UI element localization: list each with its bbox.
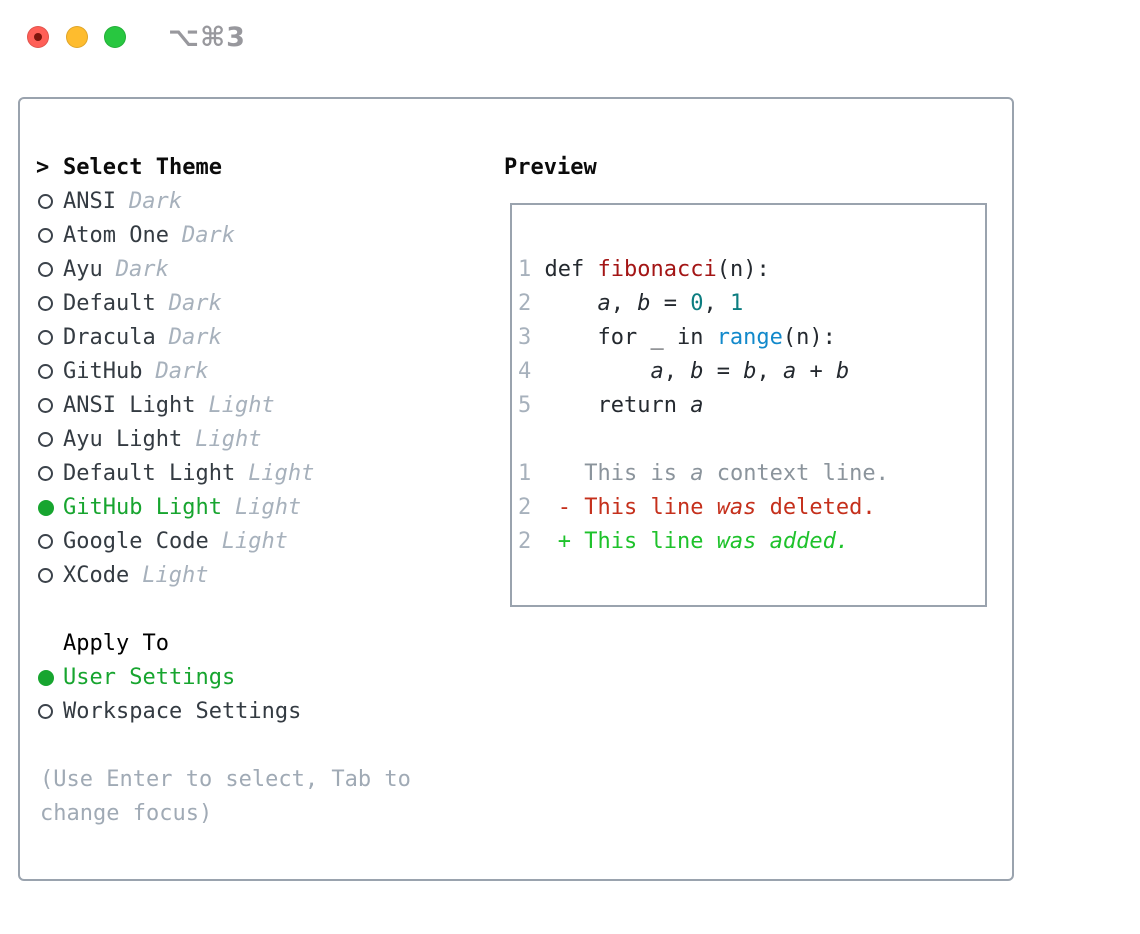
theme-variant-tag: Light (221, 529, 288, 554)
preview-code-line: 3 for _ in range(n): (518, 325, 836, 350)
theme-variant-tag: Dark (168, 291, 222, 316)
radio-unselected-icon (20, 559, 63, 593)
radio-unselected-icon (20, 695, 63, 729)
preview-code-line: 2 + This line was added. (518, 529, 850, 554)
theme-variant-tag: Light (142, 563, 209, 588)
theme-option[interactable]: Default Light Light (20, 457, 490, 491)
close-button[interactable] (27, 26, 49, 48)
theme-option[interactable]: Ayu Light Light (20, 423, 490, 457)
close-modified-dot (34, 33, 42, 41)
theme-option[interactable]: Dracula Dark (20, 321, 490, 355)
option-label: User Settings (63, 665, 236, 690)
preview-code-line: 1 This is a context line. (518, 461, 889, 486)
zoom-button[interactable] (104, 26, 126, 48)
preview-code-line: 5 return a (518, 393, 704, 418)
radio-unselected-icon (20, 457, 63, 491)
preview-code-line: 2 a, b = 0, 1 (518, 291, 744, 316)
option-label: Ayu Light (63, 427, 183, 452)
radio-unselected-icon (20, 355, 63, 389)
option-label: Default (63, 291, 156, 316)
theme-option[interactable]: Google Code Light (20, 525, 490, 559)
theme-variant-tag: Light (195, 427, 262, 452)
theme-variant-tag: Light (208, 393, 275, 418)
radio-unselected-icon (20, 219, 63, 253)
theme-variant-tag: Dark (115, 257, 169, 282)
apply-option[interactable]: Workspace Settings (20, 695, 490, 729)
preview-code-line (518, 423, 985, 457)
theme-variant-tag: Light (234, 495, 302, 520)
option-label: Dracula (63, 325, 156, 350)
theme-variant-tag: Dark (155, 359, 209, 384)
option-label: Atom One (63, 223, 169, 248)
option-label: ANSI (63, 189, 116, 214)
minimize-button[interactable] (66, 26, 88, 48)
preview-code-line: 1 def fibonacci(n): (518, 257, 770, 282)
selection-caret-icon: > (36, 155, 50, 180)
radio-selected-icon (20, 491, 63, 525)
option-label: GitHub Light (63, 495, 222, 520)
theme-variant-tag: Dark (181, 223, 235, 248)
radio-unselected-icon (20, 321, 63, 355)
keyboard-hint: (Use Enter to select, Tab to change focu… (40, 767, 411, 826)
theme-option[interactable]: XCode Light (20, 559, 490, 593)
select-theme-title: Select Theme (63, 155, 222, 180)
preview-box: 1 def fibonacci(n): 2 a, b = 0, 1 3 for _ … (510, 203, 987, 607)
theme-variant-tag: Dark (168, 325, 222, 350)
option-label: XCode (63, 563, 130, 588)
theme-option[interactable]: Ayu Dark (20, 253, 490, 287)
window-title: ⌥⌘3 (168, 22, 246, 53)
radio-unselected-icon (20, 253, 63, 287)
theme-option[interactable]: GitHub Light Light (20, 491, 490, 525)
theme-option[interactable]: ANSI Light Light (20, 389, 490, 423)
radio-unselected-icon (20, 389, 63, 423)
option-label: GitHub (63, 359, 143, 384)
select-theme-header: > Select Theme (20, 151, 490, 185)
theme-option[interactable]: Atom One Dark (20, 219, 490, 253)
option-label: Ayu (63, 257, 103, 282)
radio-unselected-icon (20, 185, 63, 219)
radio-unselected-icon (20, 423, 63, 457)
theme-option[interactable]: Default Dark (20, 287, 490, 321)
apply-option[interactable]: User Settings (20, 661, 490, 695)
option-label: Google Code (63, 529, 209, 554)
radio-unselected-icon (20, 525, 63, 559)
option-label: Workspace Settings (63, 699, 302, 724)
theme-option[interactable]: ANSI Dark (20, 185, 490, 219)
option-label: Default Light (63, 461, 236, 486)
option-label: ANSI Light (63, 393, 196, 418)
radio-selected-icon (20, 661, 63, 695)
theme-option[interactable]: GitHub Dark (20, 355, 490, 389)
preview-title: Preview (504, 155, 597, 180)
theme-variant-tag: Dark (128, 189, 182, 214)
preview-code-line: 2 - This line was deleted. (518, 495, 876, 520)
apply-to-heading: Apply To (63, 631, 169, 656)
theme-variant-tag: Light (248, 461, 315, 486)
titlebar: ⌥⌘3 (0, 0, 1140, 72)
radio-unselected-icon (20, 287, 63, 321)
preview-code-line: 4 a, b = b, a + b (518, 359, 850, 384)
